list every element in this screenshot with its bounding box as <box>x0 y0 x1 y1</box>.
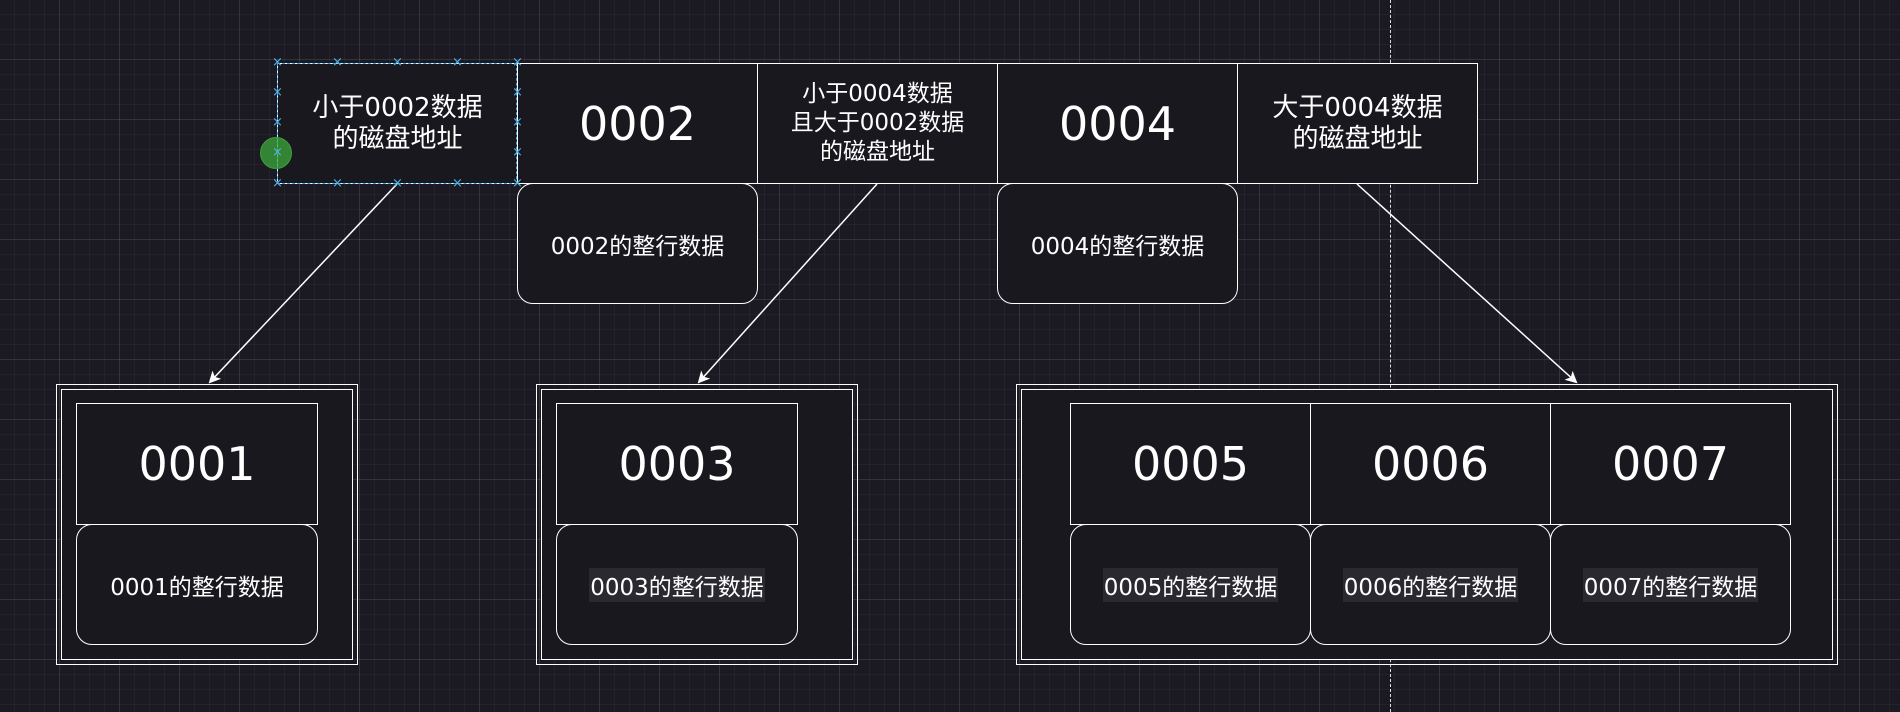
root-pointer-cell-1[interactable]: 小于0002数据 的磁盘地址 <box>277 63 518 184</box>
leaf-row-label-0001: 0001的整行数据 <box>110 574 284 601</box>
root-key-label-0004: 0004 <box>1058 96 1177 151</box>
leaf-key-cell-0006[interactable]: 0006 <box>1310 403 1551 525</box>
leaf-key-cell-0005[interactable]: 0005 <box>1070 403 1311 525</box>
root-row-label-0004: 0004的整行数据 <box>1030 233 1205 260</box>
leaf-node-3-outer-border[interactable] <box>1016 384 1838 665</box>
root-pointer-label-3: 大于0004数据 的磁盘地址 <box>1272 92 1443 154</box>
resize-handle-bottom-1[interactable]: × <box>332 176 343 191</box>
leaf-key-label-0006: 0006 <box>1371 437 1490 491</box>
resize-handle-right-1[interactable]: × <box>512 85 523 100</box>
leaf-key-label-0001: 0001 <box>138 437 256 491</box>
leaf-key-label-0007: 0007 <box>1611 437 1730 491</box>
resize-handle-top-2[interactable]: × <box>392 55 403 70</box>
root-key-cell-0002[interactable]: 0002 <box>517 63 758 184</box>
leaf-row-cell-0007[interactable]: 0007的整行数据 <box>1550 524 1791 645</box>
leaf-key-cell-0001[interactable]: 0001 <box>76 403 318 525</box>
leaf-key-cell-0003[interactable]: 0003 <box>556 403 798 525</box>
resize-handle-right-2[interactable]: × <box>512 115 523 130</box>
resize-handle-bottom-right[interactable]: × <box>512 176 523 191</box>
leaf-row-cell-0003[interactable]: 0003的整行数据 <box>556 524 798 645</box>
resize-handle-left-2[interactable]: × <box>272 115 283 130</box>
leaf-row-label-0005: 0005的整行数据 <box>1102 567 1279 602</box>
root-pointer-label-2: 小于0004数据 且大于0002数据 的磁盘地址 <box>790 81 965 165</box>
resize-handle-top-right[interactable]: × <box>512 55 523 70</box>
leaf-row-label-0003: 0003的整行数据 <box>589 567 765 602</box>
resize-handle-left-3[interactable]: × <box>272 145 283 160</box>
leaf-row-cell-0005[interactable]: 0005的整行数据 <box>1070 524 1311 645</box>
root-pointer-cell-2[interactable]: 小于0004数据 且大于0002数据 的磁盘地址 <box>757 63 998 184</box>
root-row-data-0004[interactable]: 0004的整行数据 <box>997 183 1238 304</box>
leaf-node-1-outer-border[interactable] <box>56 384 358 665</box>
leaf-key-label-0005: 0005 <box>1131 437 1250 491</box>
resize-handle-top-3[interactable]: × <box>452 55 463 70</box>
leaf-row-cell-0006[interactable]: 0006的整行数据 <box>1310 524 1551 645</box>
leaf-row-label-0006: 0006的整行数据 <box>1342 567 1519 602</box>
selection-box <box>277 63 517 184</box>
leaf-key-cell-0007[interactable]: 0007 <box>1550 403 1791 525</box>
resize-handle-bottom-left[interactable]: × <box>272 176 283 191</box>
resize-handle-left-1[interactable]: × <box>272 85 283 100</box>
leaf-row-cell-0001[interactable]: 0001的整行数据 <box>76 524 318 645</box>
connection-point-handle[interactable] <box>260 137 292 169</box>
resize-handle-bottom-2[interactable]: × <box>392 176 403 191</box>
root-row-label-0002: 0002的整行数据 <box>550 233 725 260</box>
resize-handle-bottom-3[interactable]: × <box>452 176 463 191</box>
leaf-key-label-0003: 0003 <box>618 437 736 491</box>
leaf-row-label-0007: 0007的整行数据 <box>1582 567 1759 602</box>
root-pointer-cell-3[interactable]: 大于0004数据 的磁盘地址 <box>1237 63 1478 184</box>
root-pointer-label-1: 小于0002数据 的磁盘地址 <box>312 92 483 154</box>
leaf-node-2-outer-border[interactable] <box>536 384 858 665</box>
root-key-label-0002: 0002 <box>578 96 697 151</box>
resize-handle-top-left[interactable]: × <box>272 55 283 70</box>
resize-handle-top-1[interactable]: × <box>332 55 343 70</box>
root-key-cell-0004[interactable]: 0004 <box>997 63 1238 184</box>
arrow-to-leaf-1[interactable] <box>208 183 398 384</box>
resize-handle-right-3[interactable]: × <box>512 145 523 160</box>
root-row-data-0002[interactable]: 0002的整行数据 <box>517 183 758 304</box>
